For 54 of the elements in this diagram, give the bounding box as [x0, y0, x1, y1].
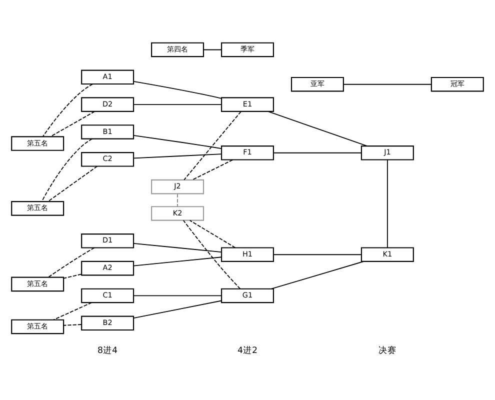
connector [133, 153, 222, 158]
connector [177, 192, 178, 207]
connector [63, 324, 82, 326]
connector [63, 273, 82, 278]
node-box: K1 [360, 246, 414, 262]
node-box: C1 [81, 288, 134, 303]
connector [133, 134, 222, 149]
connector [50, 110, 96, 137]
connector [133, 256, 222, 266]
node-box: A2 [81, 260, 134, 276]
connector [133, 104, 222, 105]
connector [133, 80, 222, 98]
connector [133, 242, 222, 252]
connector [268, 110, 368, 146]
connector [203, 48, 222, 50]
node-box: H1 [221, 246, 274, 262]
node-box: A1 [81, 69, 134, 84]
label: 4进2 [238, 345, 258, 356]
node-box: 冠军 [430, 76, 484, 92]
node-box: D1 [81, 233, 134, 248]
node-box: J2 [151, 178, 204, 194]
node-box: B2 [81, 315, 134, 330]
node-box: E1 [221, 96, 274, 112]
connector [273, 254, 362, 255]
node-box: G1 [221, 288, 274, 303]
connector [184, 110, 242, 180]
node-box: 亚军 [290, 76, 344, 92]
node-box: 第四名 [151, 42, 204, 57]
connector [133, 294, 222, 296]
connector [343, 83, 432, 84]
node-box: 季军 [221, 42, 274, 57]
connector [42, 83, 94, 136]
label: 8进4 [98, 345, 118, 356]
connector [386, 158, 388, 248]
node-box: J1 [360, 145, 414, 160]
node-box: 第五名 [11, 200, 64, 216]
label: 决赛 [378, 345, 396, 356]
connector [192, 158, 234, 180]
connector [41, 138, 93, 202]
node-box: 第五名 [11, 318, 64, 334]
connector [53, 302, 92, 320]
connector [273, 152, 362, 153]
node-box: K2 [151, 206, 204, 220]
connector [189, 220, 236, 248]
node-box: F1 [221, 145, 274, 160]
connector [270, 260, 364, 289]
node-box: B1 [81, 124, 134, 139]
node-box: 第五名 [11, 136, 64, 150]
node-box: 第五名 [11, 276, 64, 292]
connector [133, 300, 222, 318]
node-box: D2 [81, 96, 134, 112]
connector [182, 219, 241, 289]
node-box: C2 [81, 152, 134, 166]
connector [48, 165, 98, 202]
